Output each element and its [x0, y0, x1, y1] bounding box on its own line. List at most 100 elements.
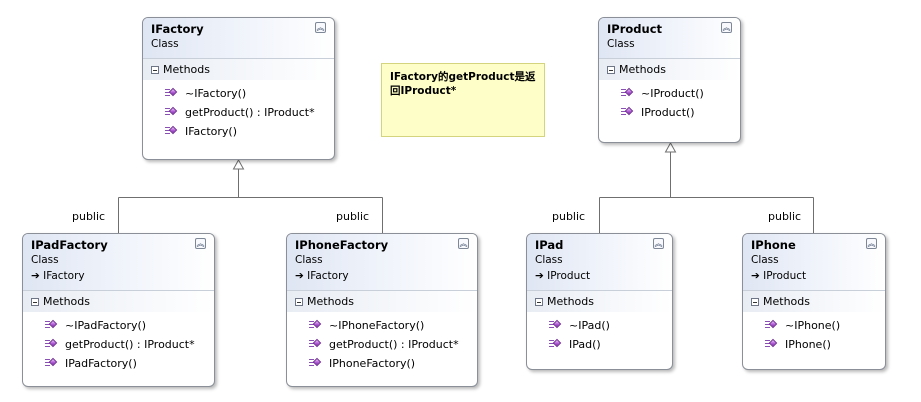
member-label: getProduct() : IProduct* [185, 106, 315, 119]
public-method-icon [549, 320, 561, 330]
double-chevron-up-icon[interactable]: ︽ [458, 238, 469, 249]
member-label: ~IPhoneFactory() [329, 319, 425, 332]
member-list-ipad: ~IPad() IPad() [527, 312, 672, 358]
class-kind-iphone: Class [751, 254, 779, 266]
member-item[interactable]: ~IProduct() [599, 84, 740, 103]
member-item[interactable]: IPadFactory() [23, 354, 214, 373]
methods-section-header-ipadfactory[interactable]: Methods [23, 290, 214, 312]
public-method-icon [309, 320, 321, 330]
public-method-icon [309, 358, 321, 368]
member-item[interactable]: getProduct() : IProduct* [143, 103, 334, 122]
member-list-ipadfactory: ~IPadFactory() getProduct() : IProduct* … [23, 312, 214, 377]
member-item[interactable]: IPhoneFactory() [287, 354, 477, 373]
member-item[interactable]: ~IPadFactory() [23, 316, 214, 335]
double-chevron-up-icon[interactable]: ︽ [721, 22, 732, 33]
class-kind-iphonefactory: Class [295, 254, 323, 266]
inheritance-label-ipadfactory: public [72, 210, 106, 223]
methods-section-header-iproduct[interactable]: Methods [599, 58, 740, 80]
public-method-icon [549, 339, 561, 349]
section-label: Methods [43, 295, 90, 308]
class-header-ipadfactory[interactable]: IPadFactory Class ➔ IFactory ︽ [23, 234, 214, 290]
double-chevron-up-icon[interactable]: ︽ [195, 238, 206, 249]
class-kind-ipad: Class [535, 254, 563, 266]
note-line-2: 回IProduct* [390, 85, 457, 97]
inherits-arrow-icon: ➔ [535, 270, 544, 282]
member-label: IPhone() [785, 338, 831, 351]
public-method-icon [45, 320, 57, 330]
section-label: Methods [163, 63, 210, 76]
member-item[interactable]: ~IPad() [527, 316, 672, 335]
member-item[interactable]: IPad() [527, 335, 672, 354]
class-box-ipad[interactable]: IPad Class ➔ IProduct ︽ Methods ~IPad() … [526, 233, 673, 370]
minus-box-icon[interactable] [31, 298, 39, 306]
double-chevron-up-icon[interactable]: ︽ [315, 22, 326, 33]
member-item[interactable]: ~IPhoneFactory() [287, 316, 477, 335]
inheritance-arrowhead-ifactory [232, 158, 245, 170]
base-class-name: IProduct [547, 270, 591, 282]
member-label: IFactory() [185, 125, 238, 138]
public-method-icon [45, 358, 57, 368]
class-header-ifactory[interactable]: IFactory Class ︽ [143, 18, 334, 58]
member-item[interactable]: getProduct() : IProduct* [23, 335, 214, 354]
public-method-icon [621, 107, 633, 117]
class-kind-ifactory: Class [151, 38, 179, 50]
public-method-icon [165, 88, 177, 98]
section-label: Methods [619, 63, 666, 76]
class-name-ifactory: IFactory [151, 22, 204, 36]
class-box-ifactory[interactable]: IFactory Class ︽ Methods ~IFactory() get… [142, 17, 335, 160]
section-label: Methods [763, 295, 810, 308]
minus-box-icon[interactable] [607, 66, 615, 74]
base-class-name: IFactory [43, 270, 85, 282]
minus-box-icon[interactable] [751, 298, 759, 306]
methods-section-header-iphone[interactable]: Methods [743, 290, 885, 312]
member-list-iproduct: ~IProduct() IProduct() [599, 80, 740, 126]
base-class-iphonefactory: ➔ IFactory [295, 268, 469, 284]
member-item[interactable]: IProduct() [599, 103, 740, 122]
class-header-iphone[interactable]: IPhone Class ➔ IProduct ︽ [743, 234, 885, 290]
class-box-ipadfactory[interactable]: IPadFactory Class ➔ IFactory ︽ Methods ~… [22, 233, 215, 387]
double-chevron-up-icon[interactable]: ︽ [653, 238, 664, 249]
inheritance-label-iphone: public [768, 210, 802, 223]
minus-box-icon[interactable] [151, 66, 159, 74]
minus-box-icon[interactable] [535, 298, 543, 306]
member-item[interactable]: IFactory() [143, 122, 334, 141]
class-box-iphone[interactable]: IPhone Class ➔ IProduct ︽ Methods ~IPhon… [742, 233, 886, 370]
section-label: Methods [307, 295, 354, 308]
member-label: getProduct() : IProduct* [329, 338, 459, 351]
class-name-ipadfactory: IPadFactory [31, 238, 108, 252]
comment-note[interactable]: IFactory的getProduct是返 回IProduct* [381, 63, 545, 137]
inherits-arrow-icon: ➔ [31, 270, 40, 282]
base-class-iphone: ➔ IProduct [751, 268, 877, 284]
member-list-iphonefactory: ~IPhoneFactory() getProduct() : IProduct… [287, 312, 477, 377]
public-method-icon [165, 126, 177, 136]
methods-section-header-ipad[interactable]: Methods [527, 290, 672, 312]
class-header-ipad[interactable]: IPad Class ➔ IProduct ︽ [527, 234, 672, 290]
class-name-iproduct: IProduct [607, 22, 663, 36]
member-item[interactable]: ~IPhone() [743, 316, 885, 335]
double-chevron-up-icon[interactable]: ︽ [866, 238, 877, 249]
base-class-ipadfactory: ➔ IFactory [31, 268, 206, 284]
inherits-arrow-icon: ➔ [295, 270, 304, 282]
member-item[interactable]: getProduct() : IProduct* [287, 335, 477, 354]
class-box-iproduct[interactable]: IProduct Class ︽ Methods ~IProduct() IPr… [598, 17, 741, 143]
public-method-icon [765, 320, 777, 330]
class-header-iphonefactory[interactable]: IPhoneFactory Class ➔ IFactory ︽ [287, 234, 477, 290]
class-kind-ipadfactory: Class [31, 254, 59, 266]
base-class-name: IFactory [307, 270, 349, 282]
class-name-iphonefactory: IPhoneFactory [295, 238, 389, 252]
member-list-ifactory: ~IFactory() getProduct() : IProduct* IFa… [143, 80, 334, 145]
public-method-icon [45, 339, 57, 349]
class-header-iproduct[interactable]: IProduct Class ︽ [599, 18, 740, 58]
member-item[interactable]: ~IFactory() [143, 84, 334, 103]
base-class-ipad: ➔ IProduct [535, 268, 664, 284]
member-label: IPhoneFactory() [329, 357, 416, 370]
class-name-iphone: IPhone [751, 238, 796, 252]
public-method-icon [309, 339, 321, 349]
member-item[interactable]: IPhone() [743, 335, 885, 354]
public-method-icon [621, 88, 633, 98]
methods-section-header-iphonefactory[interactable]: Methods [287, 290, 477, 312]
minus-box-icon[interactable] [295, 298, 303, 306]
methods-section-header-ifactory[interactable]: Methods [143, 58, 334, 80]
class-box-iphonefactory[interactable]: IPhoneFactory Class ➔ IFactory ︽ Methods… [286, 233, 478, 387]
inherits-arrow-icon: ➔ [751, 270, 760, 282]
